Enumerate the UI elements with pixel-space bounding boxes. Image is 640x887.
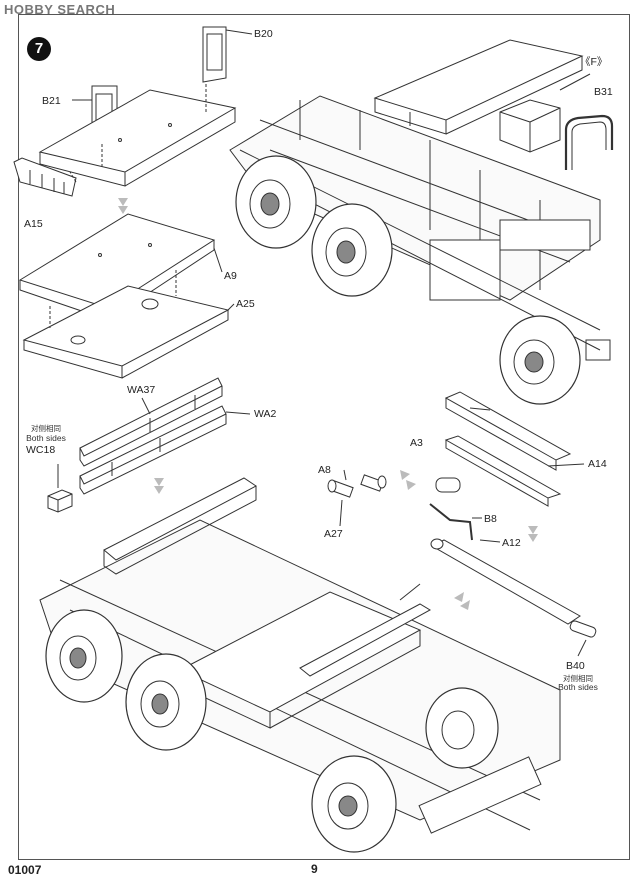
down-arrow-1: [118, 198, 128, 214]
a3-rail-drawing: [446, 392, 570, 470]
label-a14: A14: [588, 458, 607, 470]
a8-a27-brackets-drawing: [328, 470, 386, 526]
curved-arrow-3: [454, 592, 470, 610]
b8-part-drawing: [430, 478, 482, 540]
down-arrow-2: [154, 478, 164, 494]
page-frame: [18, 14, 630, 860]
wa2-rail-drawing: [80, 406, 250, 494]
label-b21: B21: [42, 95, 61, 107]
b20-bracket-drawing: [203, 27, 252, 82]
step-number-badge: 7: [27, 37, 51, 61]
a15-grille-drawing: [14, 158, 76, 196]
label-a9: A9: [224, 270, 237, 282]
a12-arm-drawing: [431, 539, 580, 624]
label-b20: B20: [254, 28, 273, 40]
rear-wheel-2-drawing: [312, 204, 392, 296]
label-b31: B31: [594, 86, 613, 98]
lower-wheel-1-drawing: [46, 610, 122, 702]
lower-wheel-2-drawing: [126, 654, 206, 750]
rear-chassis-frame-drawing: [230, 96, 610, 360]
label-a27: A27: [324, 528, 343, 540]
rear-wheel-1-drawing: [236, 156, 316, 248]
lower-wheel-3-drawing: [312, 756, 396, 852]
b40-note-en: Both sides: [558, 682, 598, 692]
label-wa37: WA37: [127, 384, 156, 396]
label-a8: A8: [318, 464, 331, 476]
wc18-note-en: Both sides: [26, 433, 66, 443]
label-wc18: WC18: [26, 444, 56, 456]
label-b40: B40: [566, 660, 585, 672]
curved-arrow-2: [528, 526, 538, 542]
label-wa2: WA2: [254, 408, 277, 420]
label-a3: A3: [410, 437, 423, 449]
b40-pin-drawing: [569, 620, 597, 656]
page-number: 9: [311, 862, 318, 876]
wc18-note-cn: 对侧相同: [31, 424, 61, 433]
kit-number: 01007: [8, 863, 42, 877]
wa37-rail-drawing: [80, 378, 222, 466]
lower-wheel-4-drawing: [426, 688, 498, 768]
b31-handle-drawing: [566, 116, 612, 170]
rear-cargo-box-drawing: [375, 40, 582, 134]
f-part-box-drawing: [500, 74, 590, 152]
rear-wheel-3-drawing: [500, 316, 580, 404]
b40-note-cn: 对侧相同: [563, 674, 593, 683]
label-a12: A12: [502, 537, 521, 549]
watermark-logo: HOBBY SEARCH: [4, 2, 116, 17]
cab-floor-plate-drawing: [40, 84, 235, 186]
curved-arrow-1: [400, 470, 416, 490]
callout-f: 《F》: [580, 56, 608, 68]
label-b8: B8: [484, 513, 497, 525]
a14-rail-drawing: [446, 436, 584, 506]
label-a25: A25: [236, 298, 255, 310]
label-a15: A15: [24, 218, 43, 230]
a25-base-plate-drawing: [24, 270, 234, 378]
wc18-block-drawing: [48, 464, 72, 512]
